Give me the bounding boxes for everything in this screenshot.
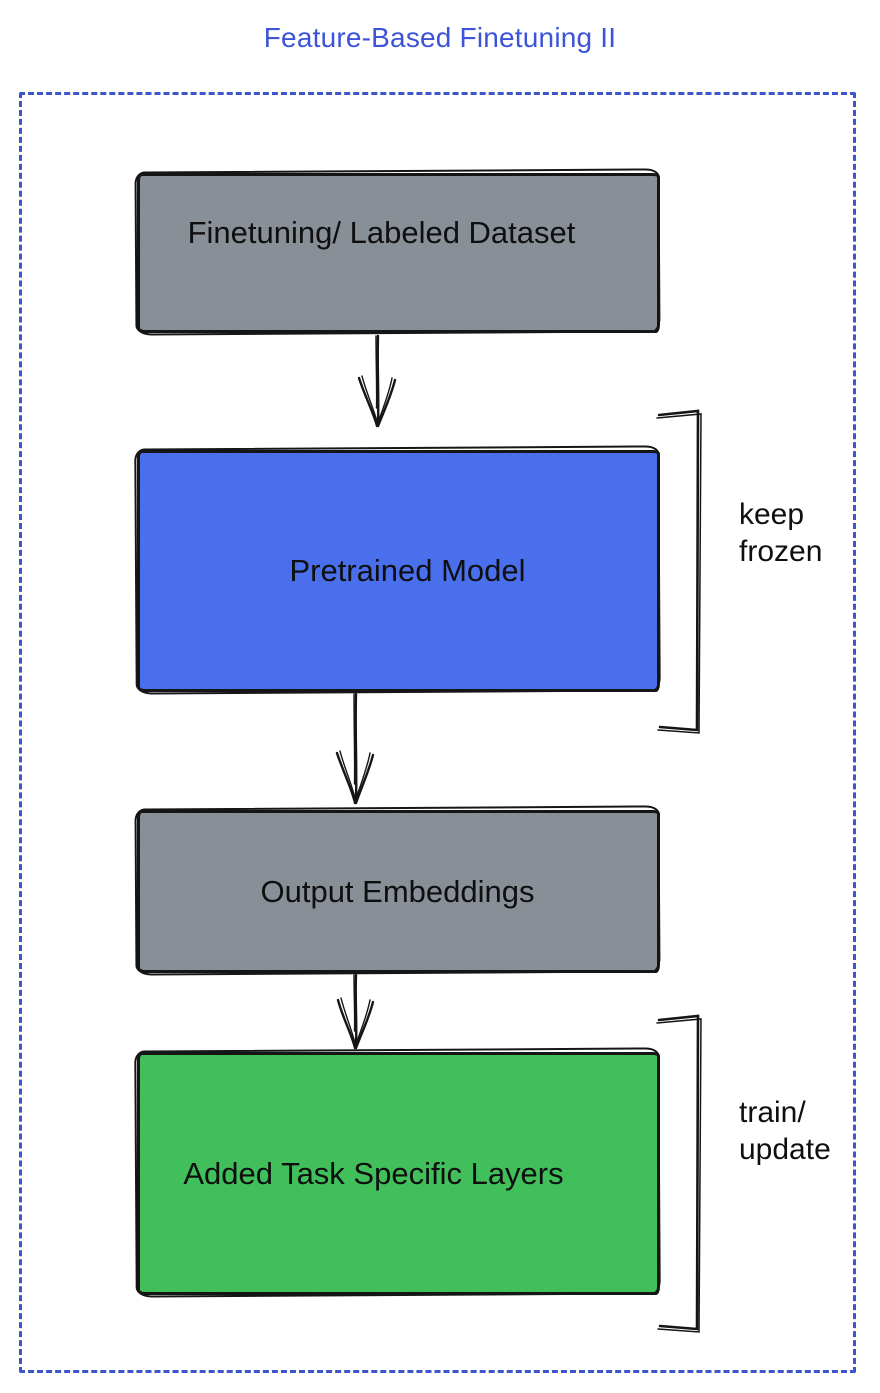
arrow-down-icon	[357, 334, 397, 428]
annotation-line: frozen	[739, 535, 823, 568]
diagram-title: Feature-Based Finetuning II	[263, 22, 617, 53]
bracket-keep-frozen-icon	[656, 409, 702, 734]
node-finetuning-dataset: Finetuning/ Labeled Dataset	[137, 173, 660, 333]
annotation-line: update	[739, 1133, 831, 1166]
node-output-embeddings-label: Output Embeddings	[260, 873, 535, 909]
dashed-frame	[19, 92, 856, 1373]
node-finetuning-dataset-label: Finetuning/ Labeled Dataset	[187, 215, 576, 250]
node-output-embeddings: Output Embeddings	[137, 810, 660, 973]
node-pretrained-model: Pretrained Model	[137, 450, 660, 692]
arrow-down-icon	[336, 973, 375, 1050]
annotation-line: keep	[739, 498, 805, 531]
node-task-specific-layers-label: Added Task Specific Layers	[183, 1155, 564, 1191]
annotation-train-update: train/ update	[739, 1094, 831, 1168]
arrow-down-icon	[335, 692, 375, 805]
bracket-train-update-icon	[656, 1014, 702, 1333]
node-pretrained-model-label: Pretrained Model	[289, 553, 526, 588]
annotation-line: train/	[739, 1096, 806, 1129]
annotation-keep-frozen: keep frozen	[739, 496, 822, 570]
node-task-specific-layers: Added Task Specific Layers	[137, 1052, 660, 1295]
